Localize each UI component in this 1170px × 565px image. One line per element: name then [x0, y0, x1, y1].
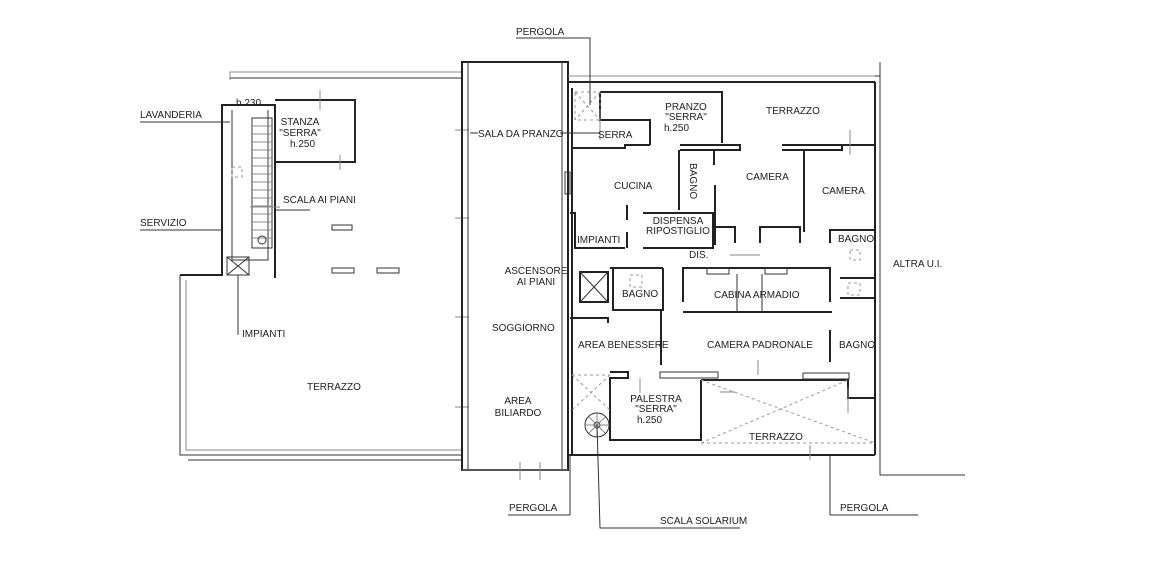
label-scala-solarium: SCALA SOLARIUM [660, 516, 747, 527]
label-terrazzo-top: TERRAZZO [766, 106, 820, 117]
label-scala-ai-piani: SCALA AI PIANI [283, 195, 356, 206]
label-pergola-top: PERGOLA [516, 27, 565, 38]
label-camera-2: CAMERA [822, 186, 865, 197]
label-cabina-armadio: CABINA ARMADIO [714, 290, 800, 301]
label-impianti-left: IMPIANTI [242, 329, 285, 340]
label-terrazzo-bottom: TERRAZZO [749, 432, 803, 443]
label-servizio: SERVIZIO [140, 218, 187, 229]
label-bagno-padronale: BAGNO [839, 340, 875, 351]
label-area-benessere: AREA BENESSERE [578, 340, 669, 351]
label-sala-da-pranzo: SALA DA PRANZO [478, 129, 564, 140]
label-cucina: CUCINA [614, 181, 653, 192]
label-dis: DIS. [689, 250, 708, 261]
label-lavanderia: LAVANDERIA [140, 110, 202, 121]
staircase [251, 117, 273, 249]
left-wing-walls [179, 71, 469, 461]
label-bagno-right: BAGNO [838, 234, 874, 245]
label-impianti-right: IMPIANTI [577, 235, 620, 246]
label-camera-padronale: CAMERA PADRONALE [707, 340, 813, 351]
label-palestra-serra: PALESTRA"SERRA"h.250 [630, 394, 682, 426]
label-bagno-benessere: BAGNO [622, 289, 658, 300]
label-altra-ui: ALTRA U.I. [893, 259, 942, 270]
label-pranzo-serra: PRANZO"SERRA"h.250 [664, 102, 707, 134]
label-stanza-serra: STANZA"SERRA"h.250 [279, 117, 321, 150]
label-camera-1: CAMERA [746, 172, 789, 183]
label-bagno-vertical: BAGNO [687, 163, 698, 199]
label-soggiorno: SOGGIORNO [492, 323, 555, 334]
leader-lines [140, 37, 918, 529]
label-pergola-bottom-left: PERGOLA [509, 503, 558, 514]
label-h230: h.230 [236, 98, 261, 109]
label-terrazzo-left: TERRAZZO [307, 382, 361, 393]
label-pergola-bottom-right: PERGOLA [840, 503, 889, 514]
central-band [461, 61, 569, 480]
label-serra: SERRA [598, 130, 633, 141]
